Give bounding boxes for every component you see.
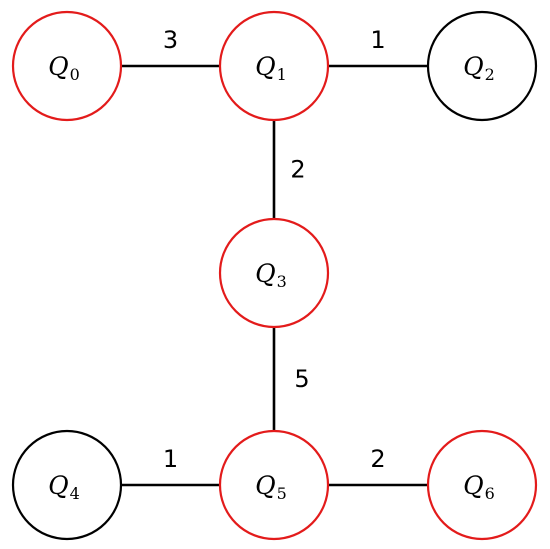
edge-weight-label: 2 — [370, 445, 385, 473]
node-q6: Q6 — [426, 429, 538, 541]
node-circle — [426, 10, 538, 122]
node-label: Q2 — [463, 52, 495, 84]
node-label: Q3 — [255, 259, 287, 291]
node-circle — [11, 429, 123, 541]
node-q0: Q0 — [11, 10, 123, 122]
node-label: Q1 — [255, 52, 287, 84]
node-q5: Q5 — [218, 429, 330, 541]
edge-weight-label: 1 — [370, 26, 385, 54]
node-circle — [11, 10, 123, 122]
edge-weight-label: 5 — [294, 365, 309, 393]
edge-weight-label: 3 — [163, 26, 178, 54]
node-circle — [218, 217, 330, 329]
edge-weight-label: 1 — [163, 445, 178, 473]
node-q2: Q2 — [426, 10, 538, 122]
node-circle — [218, 10, 330, 122]
node-q3: Q3 — [218, 217, 330, 329]
node-label: Q6 — [463, 471, 495, 503]
node-label: Q4 — [48, 471, 80, 503]
node-label: Q5 — [255, 471, 287, 503]
node-label: Q0 — [48, 52, 80, 84]
node-q1: Q1 — [218, 10, 330, 122]
node-q4: Q4 — [11, 429, 123, 541]
node-circle — [218, 429, 330, 541]
edge-weight-label: 2 — [290, 156, 305, 184]
node-circle — [426, 429, 538, 541]
